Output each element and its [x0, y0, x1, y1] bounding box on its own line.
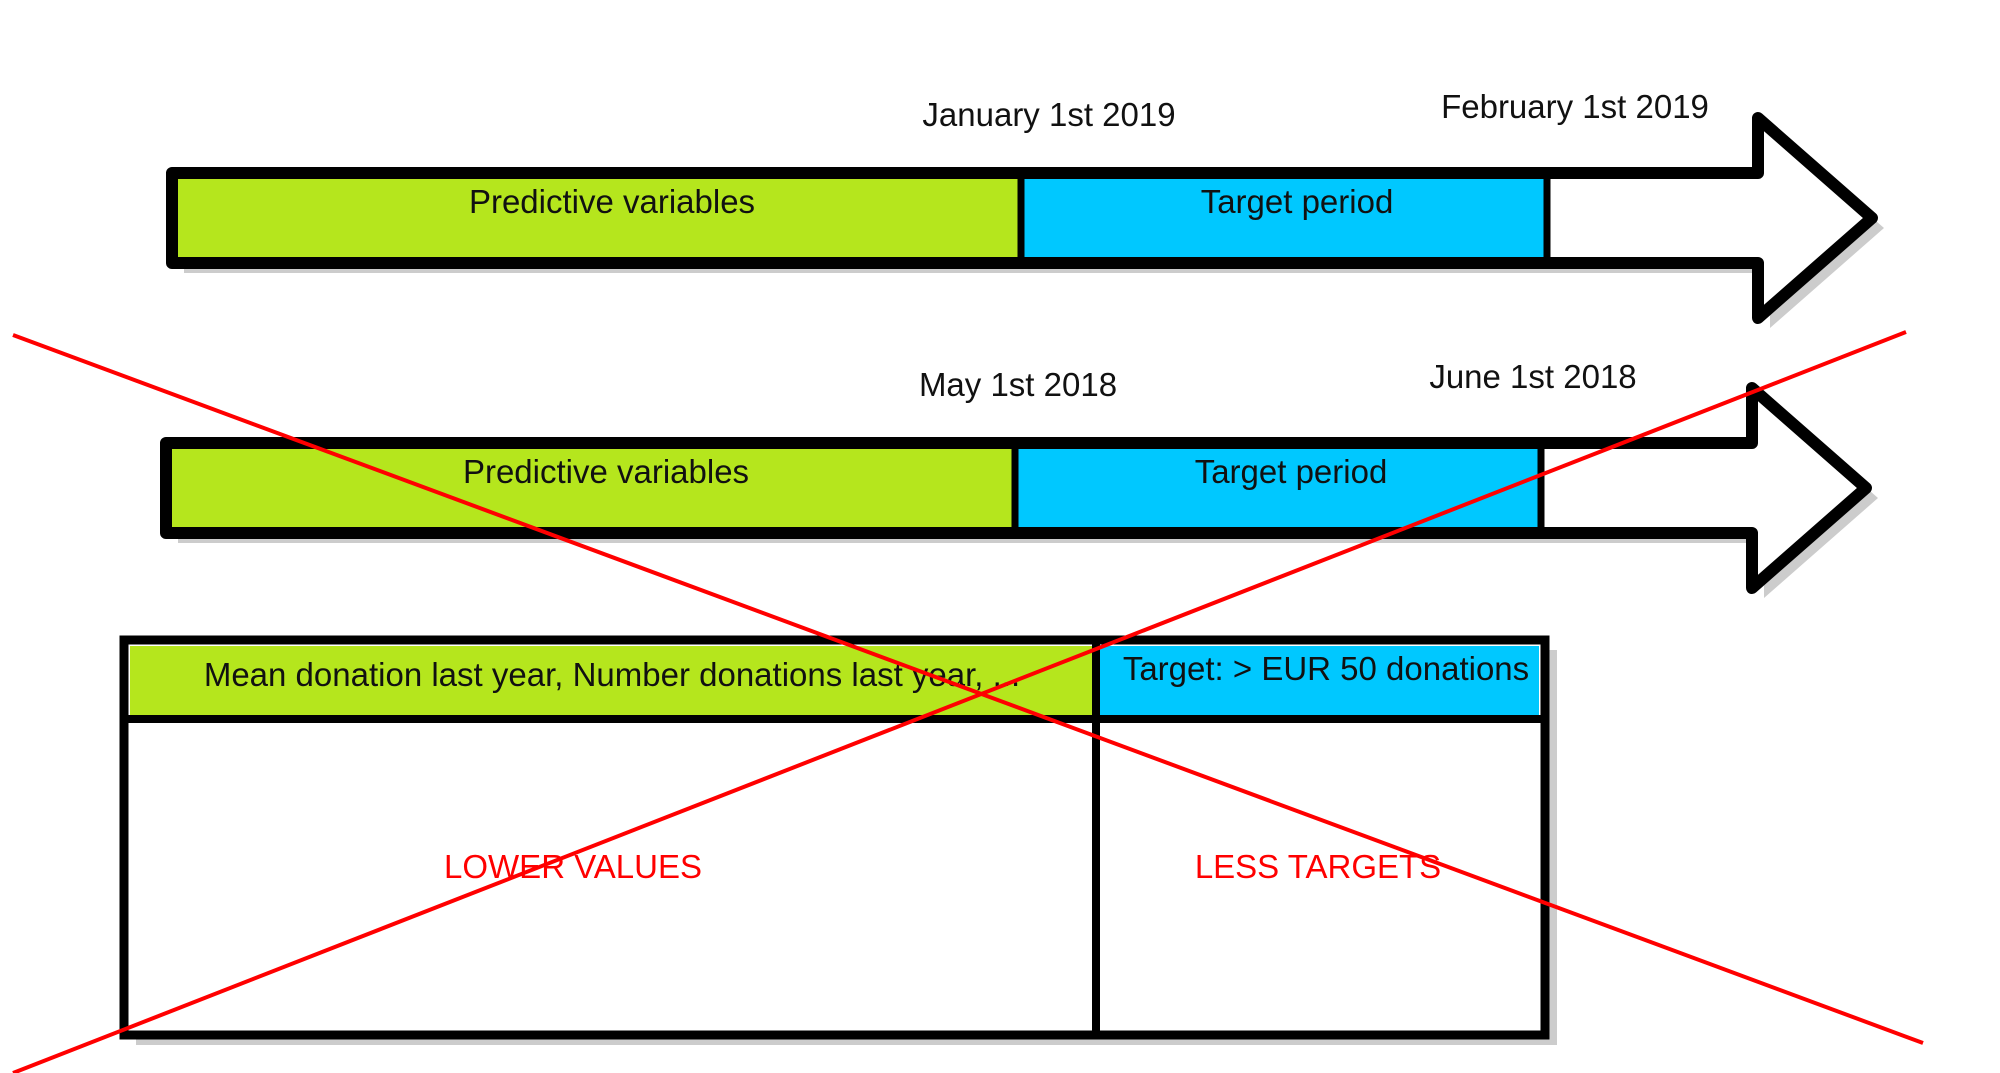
timeline-past-predictive-label: Predictive variables	[463, 453, 749, 490]
timeline-current-target-label: Target period	[1201, 183, 1394, 220]
cross-out-mark	[12, 330, 1924, 1073]
cross-out-line-descending	[12, 333, 1924, 1045]
timeline-current-end-date: February 1st 2019	[1441, 88, 1709, 125]
timeline-current-target-segment	[1024, 179, 1544, 257]
timeline-past: Predictive variables Target period May 1…	[160, 358, 1878, 598]
timeline-current: Predictive variables Target period Janua…	[166, 88, 1884, 328]
timeline-past-end-date: June 1st 2018	[1429, 358, 1636, 395]
timeline-past-start-date: May 1st 2018	[919, 366, 1117, 403]
timeline-past-target-label: Target period	[1195, 453, 1388, 490]
cross-out-line-ascending	[12, 330, 1907, 1073]
feature-table-predictive-header: Mean donation last year, Number donation…	[204, 656, 1020, 693]
timeline-past-target-segment	[1018, 449, 1538, 527]
feature-table-target-header: Target: > EUR 50 donations	[1123, 650, 1529, 687]
timeline-current-predictive-label: Predictive variables	[469, 183, 755, 220]
feature-table-target-note: LESS TARGETS	[1195, 848, 1441, 885]
feature-table-target-header-cell	[1099, 646, 1539, 716]
feature-table: Mean donation last year, Number donation…	[119, 635, 1557, 1045]
timeline-past-predictive-segment	[172, 449, 1012, 527]
timeline-current-predictive-segment	[178, 179, 1018, 257]
timeline-current-start-date: January 1st 2019	[922, 96, 1175, 133]
feature-table-predictive-header-cell	[130, 646, 1093, 716]
